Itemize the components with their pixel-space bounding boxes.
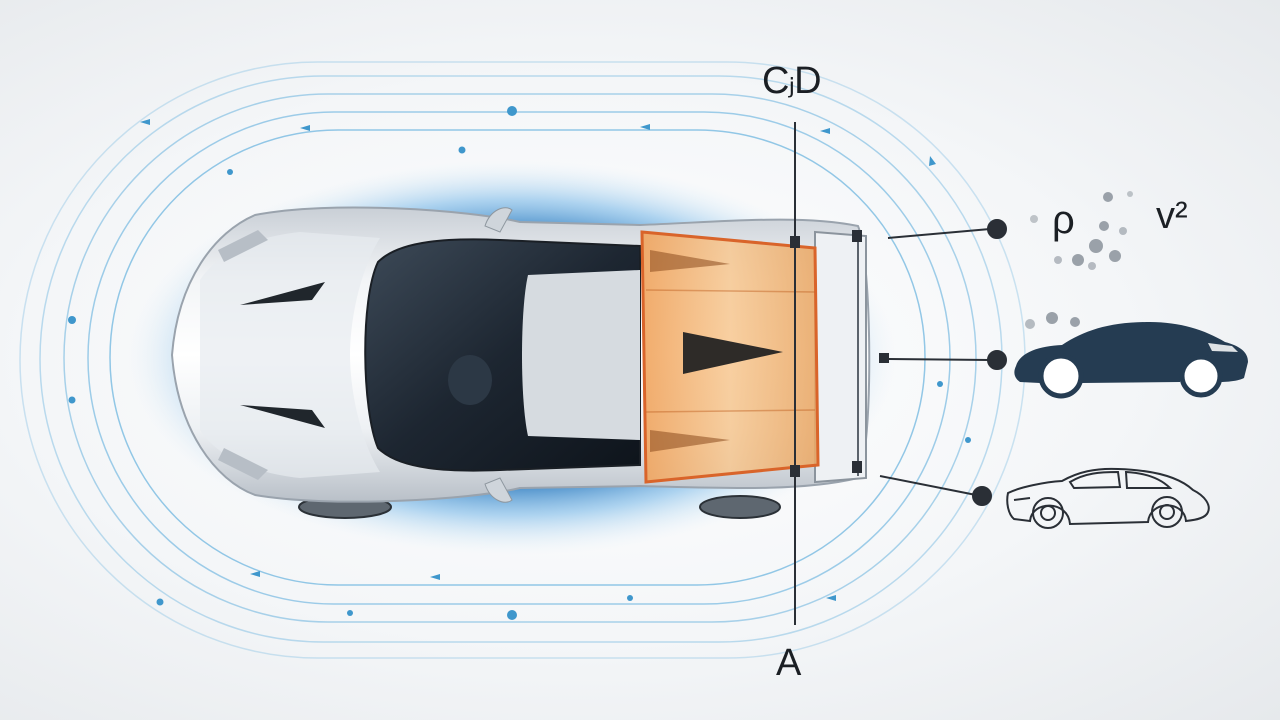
outline-car-icon [1006,467,1210,529]
frontal-area-label: A [776,642,802,684]
air-density-label: ρ [1052,198,1075,242]
measurement-line [790,122,889,625]
solid-car-icon [1014,322,1248,399]
leader-lines [879,219,1007,506]
flow-markers [68,106,971,620]
frontal-area-highlight [640,230,820,484]
drag-coefficient-label: CⱼD [762,60,822,102]
particle-dots [1025,191,1133,329]
velocity-squared-label: v² [1156,195,1188,237]
